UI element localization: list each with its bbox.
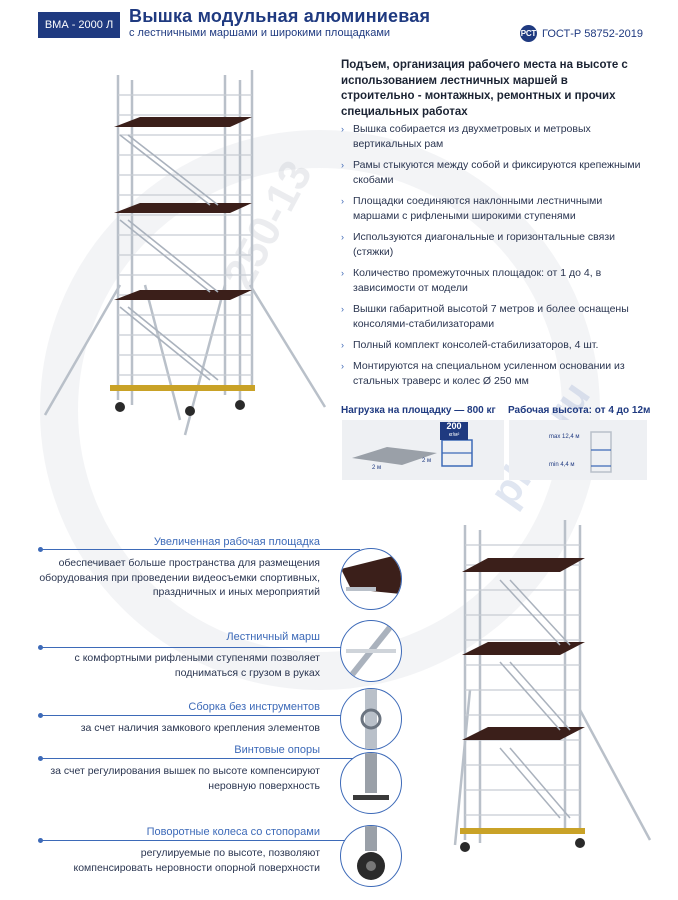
platform-detail-icon [341, 554, 401, 594]
callout-image-lock [340, 688, 402, 750]
list-item: ›Монтируются на специальном усиленном ос… [341, 360, 625, 387]
callout-desc-platform: обеспечивает больше пространства для раз… [39, 557, 320, 598]
list-item: ›Площадки соединяются наклонными лестнич… [341, 195, 603, 222]
load-label: Нагрузка на площадку — 800 кг [341, 405, 496, 416]
max-height-label: max 12,4 м [549, 434, 580, 440]
callout-image-screw-jack [340, 752, 402, 814]
callout-desc-wheels: регулируемые по высоте, позволяют компен… [73, 847, 320, 874]
wheel-icon [357, 826, 385, 880]
list-item: ›Полный комплект консолей-стабилизаторов… [341, 339, 599, 351]
bullet-icon: › [341, 160, 344, 170]
callout-dot-4 [38, 756, 43, 761]
callout-dot-5 [38, 838, 43, 843]
intro-text: Подъем, организация рабочего места на вы… [341, 59, 628, 118]
callout-desc-stairs: с комфортными рифлеными ступенями позвол… [74, 652, 320, 679]
dim-label-a: 2 м [372, 465, 382, 471]
callout-title-platform: Увеличенная рабочая площадка [153, 536, 320, 548]
dim-label-b: 2 м [422, 458, 432, 464]
list-item: ›Используются диагональные и горизонталь… [341, 231, 615, 258]
gost-logo-icon: РСТ [520, 25, 537, 42]
callout-line-5 [40, 840, 360, 841]
callout-desc-screw-jacks: за счет регулирования вышек по высоте ко… [50, 765, 320, 792]
callout-title-stairs: Лестничный марш [226, 631, 320, 643]
callout-image-wheel [340, 825, 402, 887]
callout-title-wheels: Поворотные колеса со стопорами [146, 826, 320, 838]
model-badge: ВМА - 2000 Л [38, 12, 120, 38]
stair-detail-icon [346, 624, 396, 678]
callout-image-platform [340, 548, 402, 610]
callout-line-4 [40, 758, 360, 759]
load-thumbnail: 2 м 2 м 200 кг/м² [342, 420, 504, 480]
list-item: ›Рамы стыкуются между собой и фиксируютс… [341, 159, 641, 186]
lock-detail-icon [360, 689, 382, 749]
list-item: ›Вышки габаритной высотой 7 метров и бол… [341, 303, 629, 330]
bullet-icon: › [341, 304, 344, 314]
callout-dot-1 [38, 547, 43, 552]
bullet-icon: › [341, 124, 344, 134]
callout-image-stairs [340, 620, 402, 682]
bullet-icon: › [341, 268, 344, 278]
callout-line-1 [40, 549, 360, 550]
feature-list: ›Вышка собирается из двухметровых и метр… [341, 122, 651, 395]
gost-text: ГОСТ-Р 58752-2019 [542, 27, 643, 40]
bullet-icon: › [341, 196, 344, 206]
scaffold-illustration-top [43, 70, 327, 436]
bullet-icon: › [341, 232, 344, 242]
page-title: Вышка модульная алюминиевая [129, 6, 431, 26]
callout-line-3 [40, 715, 360, 716]
height-thumbnail: max 12,4 м min 4,4 м [509, 420, 647, 480]
bullet-icon: › [341, 340, 344, 350]
callout-line-2 [40, 647, 360, 648]
callout-dot-2 [38, 645, 43, 650]
page-subtitle: с лестничными маршами и широкими площадк… [129, 27, 391, 39]
list-item: ›Количество промежуточных площадок: от 1… [341, 267, 602, 294]
height-illustration [590, 431, 612, 473]
min-height-label: min 4,4 м [549, 462, 575, 468]
callout-desc-assembly: за счет наличия замкового крепления элем… [80, 722, 320, 734]
height-label: Рабочая высота: от 4 до 12м [508, 405, 651, 416]
list-item: ›Вышка собирается из двухметровых и метр… [341, 123, 591, 150]
platform-illustration [352, 439, 473, 467]
screw-jack-icon [353, 753, 389, 800]
callout-title-assembly: Сборка без инструментов [188, 701, 320, 713]
load-badge: 200 кг/м² [440, 422, 468, 440]
bullet-icon: › [341, 361, 344, 371]
callout-dot-3 [38, 713, 43, 718]
callout-title-screw-jacks: Винтовые опоры [234, 744, 320, 756]
gost-label: РСТ ГОСТ-Р 58752-2019 [520, 25, 643, 42]
scaffold-illustration-bottom [453, 520, 652, 852]
